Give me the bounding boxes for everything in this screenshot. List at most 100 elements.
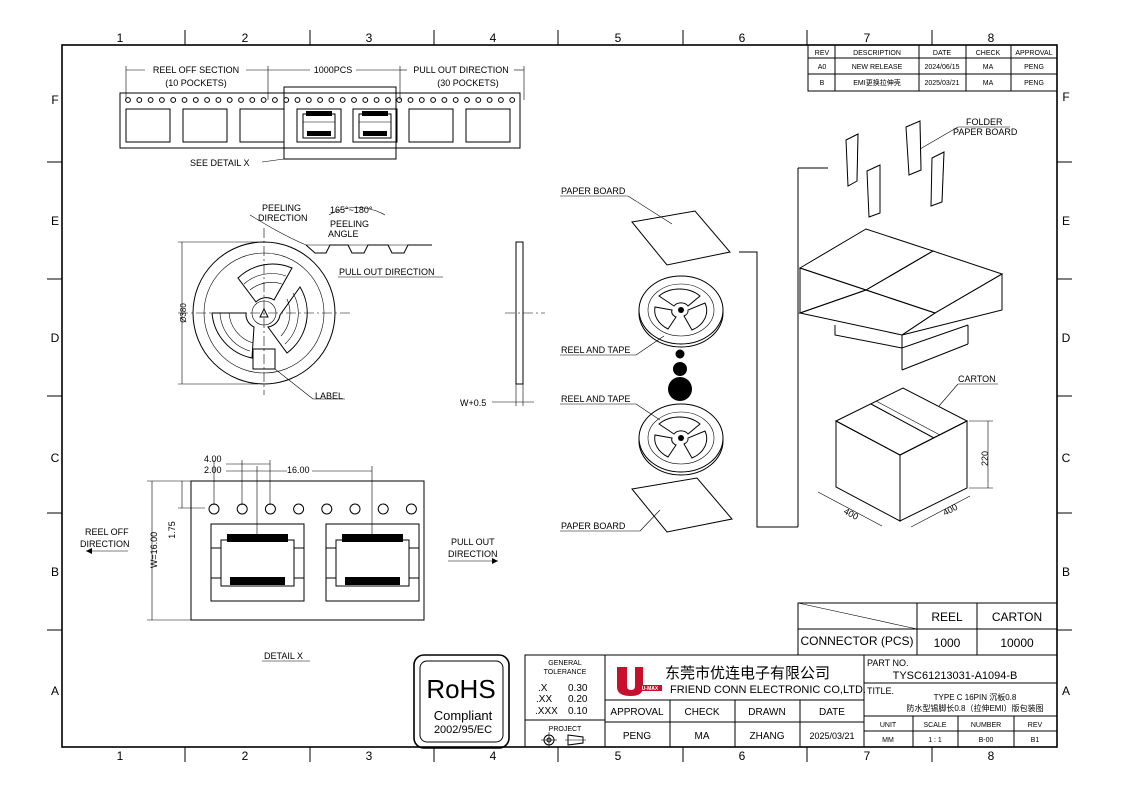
rev-header-rev: REV: [815, 50, 830, 57]
paper-board-bottom-label: PAPER BOARD: [561, 521, 626, 531]
sprocket-hole: [226, 97, 233, 103]
drawn-label: DRAWN: [748, 707, 785, 718]
rev-value: B1: [1031, 737, 1040, 744]
detail-dim-w: W=16.00: [149, 532, 159, 568]
reel-and-tape-1-label: REEL AND TAPE: [561, 345, 630, 355]
detail-sprocket-hole: [264, 503, 276, 515]
carton-height-dim: 220: [980, 451, 990, 466]
peeling-angle-value: 165°~180°: [330, 205, 373, 215]
filled-pocket-1: [296, 108, 342, 143]
carton-length-dim: 400: [842, 506, 860, 522]
rohs-directive: 2002/95/EC: [434, 724, 492, 736]
sprocket-hole: [170, 97, 177, 103]
rohs-compliant: Compliant: [434, 708, 493, 723]
detail-dim-16: 16.00: [287, 465, 310, 475]
title-line-1: TYPE C 16PIN 沉板0.8: [934, 692, 1017, 702]
row-label-left-F: F: [51, 93, 58, 107]
qty-row-label: CONNECTOR (PCS): [800, 634, 913, 648]
col-label-bottom-5: 5: [615, 749, 622, 763]
sprocket-hole: [181, 97, 188, 103]
detail-sprocket-holes: [208, 503, 417, 515]
sprocket-hole: [396, 97, 403, 103]
col-label-top-8: 8: [988, 31, 995, 45]
sprocket-hole: [351, 97, 357, 103]
label-callout: LABEL: [315, 391, 343, 401]
sprocket-hole: [260, 97, 267, 103]
sprocket-hole: [192, 97, 199, 103]
reel-off-section-label: REEL OFF SECTION: [153, 65, 239, 75]
detail-dim-4: 4.00: [204, 454, 222, 464]
rev-header-approval: APPROVAL: [1015, 50, 1052, 57]
row-label-right-B: B: [1062, 565, 1070, 579]
reel-pull-out-direction-label: PULL OUT DIRECTION: [339, 267, 435, 277]
rev-row-1-approval: PENG: [1024, 64, 1044, 71]
stack-dot-small: [675, 349, 685, 359]
sprocket-hole: [204, 97, 211, 103]
drawn-value: ZHANG: [750, 731, 785, 742]
tol-value-x: 0.30: [568, 683, 588, 694]
col-label-bottom-6: 6: [739, 749, 746, 763]
check-label: CHECK: [684, 707, 719, 718]
row-label-left-C: C: [51, 451, 60, 465]
sprocket-hole: [125, 97, 131, 103]
reel-side-view: W+0.5: [460, 241, 545, 408]
sprocket-hole: [441, 97, 448, 103]
tol-label-xx: .XX: [536, 694, 552, 705]
row-label-left-D: D: [51, 331, 60, 345]
company-name-en: FRIEND CONN ELECTRONIC CO,LTD.: [670, 684, 866, 696]
sprocket-hole: [373, 97, 380, 103]
col-label-top-3: 3: [366, 31, 373, 45]
project-label: PROJECT: [549, 726, 582, 733]
tape-strip-view: REEL OFF SECTION (10 POCKETS) 1000PCS PU…: [119, 65, 525, 168]
unit-label: UNIT: [880, 722, 897, 729]
rev-label: REV: [1028, 722, 1043, 729]
projection-symbol-icon: [541, 732, 586, 748]
sprocket-hole: [249, 97, 256, 103]
sprocket-hole: [418, 97, 425, 103]
qty-reel-value: 1000: [934, 636, 961, 650]
date-value: 2025/03/21: [809, 731, 854, 741]
row-label-left-B: B: [51, 565, 59, 579]
sprocket-hole: [238, 97, 244, 103]
row-label-right-F: F: [1062, 90, 1069, 104]
detail-sprocket-hole: [293, 503, 305, 515]
rev-header-description: DESCRIPTION: [853, 50, 901, 57]
rev-row-2-check: MA: [983, 80, 994, 87]
sprocket-hole: [339, 97, 346, 103]
sprocket-hole: [509, 97, 516, 103]
title-label: TITLE.: [867, 686, 894, 696]
col-label-top-4: 4: [490, 31, 497, 45]
sprocket-hole: [272, 97, 278, 103]
reel-diameter-dim: Ø380: [179, 303, 188, 323]
sprocket-hole: [407, 97, 414, 103]
sprocket-hole: [294, 97, 301, 103]
drawing-frame: 1 2 3 4 5 6 7 8 1 2 3 4 5 6 7 8 F E D C …: [47, 30, 1072, 763]
stack-dot-medium: [673, 362, 687, 376]
title-line-2: 防水型锡脚长0.8（拉伸EMI）版包装图: [906, 703, 1043, 713]
rev-row-2-rev: B: [820, 80, 825, 87]
tol-value-xxx: 0.10: [568, 706, 588, 717]
detail-sprocket-hole: [208, 503, 220, 515]
part-no-value: TYSC61213031-A1094-B: [893, 670, 1018, 682]
col-label-bottom-4: 4: [490, 749, 497, 763]
check-value: MA: [695, 731, 710, 742]
reel-and-tape-2: [638, 403, 724, 476]
sprocket-hole: [305, 97, 312, 103]
sprocket-hole: [452, 97, 459, 103]
sprocket-hole: [328, 97, 335, 103]
sprocket-hole: [498, 97, 504, 103]
detail-dim-2: 2.00: [204, 465, 222, 475]
logo-bar: [638, 685, 662, 691]
reel-and-tape-2-label: REEL AND TAPE: [561, 394, 630, 404]
scale-value: 1 : 1: [928, 737, 942, 744]
number-value: B-00: [979, 737, 994, 744]
sprocket-hole: [317, 97, 324, 103]
col-label-top-2: 2: [242, 31, 249, 45]
stack-dot-large: [668, 377, 692, 401]
row-label-left-A: A: [51, 684, 59, 698]
col-label-top-6: 6: [739, 31, 746, 45]
